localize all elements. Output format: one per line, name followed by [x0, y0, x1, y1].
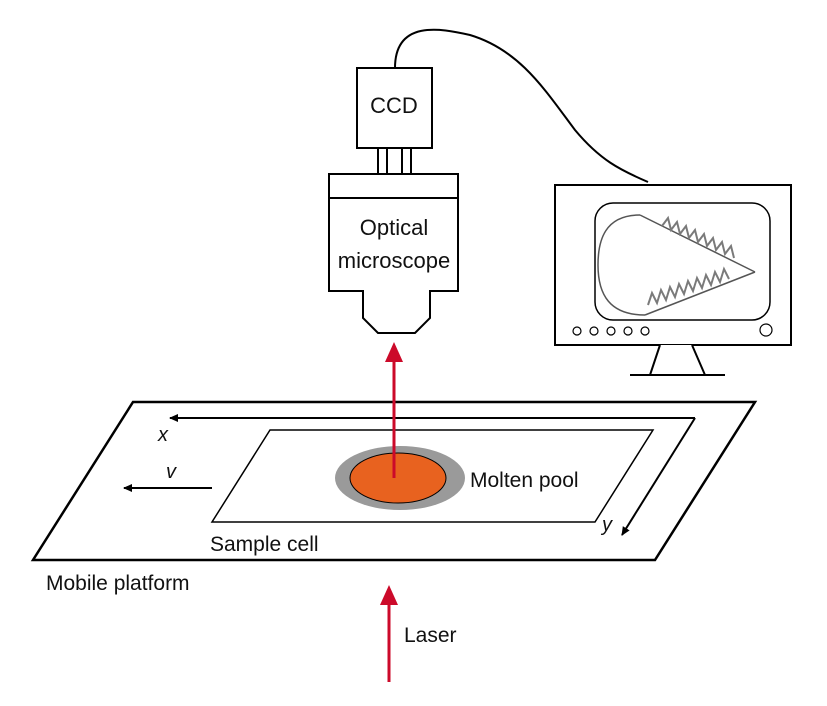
- mobile-platform-label: Mobile platform: [46, 572, 190, 595]
- molten-pool-label: Molten pool: [470, 469, 579, 492]
- camera-icon: [356, 67, 433, 149]
- laser-beam-incoming: [380, 585, 398, 682]
- sample-cell-label: Sample cell: [210, 533, 319, 556]
- laser-label: Laser: [404, 624, 457, 647]
- axis-y-label: y: [600, 514, 613, 536]
- microscope-label-line2: microscope: [338, 248, 450, 273]
- optical-microscope: Optical microscope: [328, 173, 459, 334]
- screen-zigzag-upper: [661, 215, 735, 259]
- screen-zigzag-lower: [647, 266, 730, 306]
- molten-pool: [349, 452, 447, 504]
- computer-monitor-icon: [554, 184, 792, 376]
- camera-cable: [394, 28, 649, 183]
- ccd-label: CCD: [370, 93, 418, 118]
- ccd-camera: CCD: [356, 67, 433, 175]
- velocity-label: v: [166, 461, 177, 483]
- scan-path-arrow-y: [621, 417, 696, 536]
- observation-beam: [385, 342, 403, 478]
- microscope-label-line1: Optical: [360, 215, 428, 240]
- axis-x-label: x: [157, 424, 169, 446]
- microscope-icon: [328, 173, 459, 334]
- monitor-screen: [594, 202, 771, 321]
